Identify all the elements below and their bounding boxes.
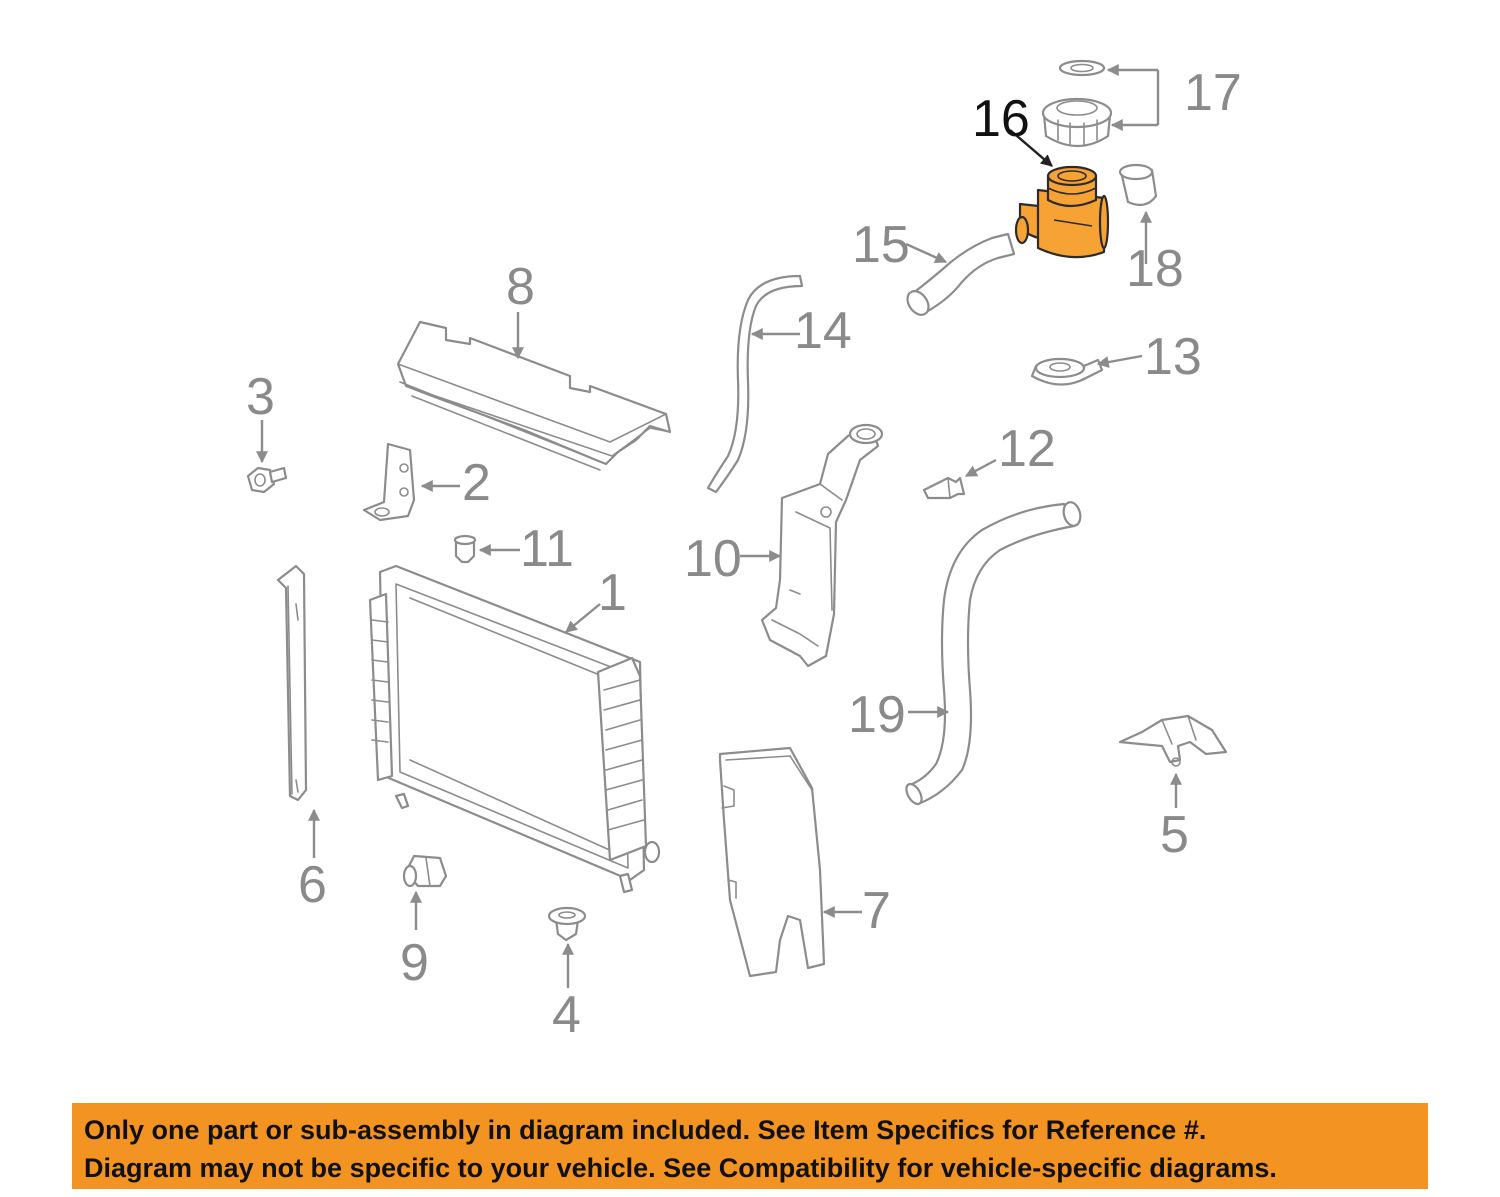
part-19-lower-hose bbox=[905, 501, 1082, 806]
callout-5: 5 bbox=[1160, 806, 1189, 864]
part-7-baffle bbox=[718, 746, 826, 978]
leader-12 bbox=[964, 458, 997, 478]
disclaimer-banner: Only one part or sub-assembly in diagram… bbox=[72, 1103, 1428, 1189]
callout-12: 12 bbox=[998, 420, 1056, 478]
part-1-radiator bbox=[368, 564, 661, 894]
part-4-grommet bbox=[547, 906, 587, 942]
part-5-bracket bbox=[1118, 714, 1228, 767]
callout-19: 19 bbox=[848, 686, 906, 744]
callout-3: 3 bbox=[246, 368, 275, 426]
parts-diagram: 17 16 18 15 14 13 bbox=[246, 59, 1242, 1044]
callout-13: 13 bbox=[1144, 328, 1202, 386]
callout-1: 1 bbox=[598, 564, 627, 622]
callout-4: 4 bbox=[552, 986, 581, 1044]
callout-2: 2 bbox=[462, 454, 491, 512]
callout-6: 6 bbox=[298, 856, 327, 914]
part-12-pin bbox=[922, 476, 966, 500]
part-13-cap bbox=[1030, 357, 1104, 386]
callout-15: 15 bbox=[852, 216, 910, 274]
callout-16: 16 bbox=[972, 90, 1030, 148]
part-9-sensor bbox=[402, 854, 448, 888]
part-17-cap bbox=[1041, 97, 1113, 147]
part-10-reservoir bbox=[760, 423, 884, 668]
callout-17: 17 bbox=[1184, 64, 1242, 122]
leader-15 bbox=[905, 242, 948, 264]
disclaimer-line-1: Only one part or sub-assembly in diagram… bbox=[84, 1115, 1207, 1145]
callout-9: 9 bbox=[400, 934, 429, 992]
callout-14: 14 bbox=[794, 302, 852, 360]
leader-16 bbox=[1009, 129, 1053, 167]
callout-18: 18 bbox=[1126, 240, 1184, 298]
part-17-seal bbox=[1058, 59, 1106, 77]
part-2-bracket bbox=[362, 442, 416, 522]
callout-7: 7 bbox=[862, 882, 891, 940]
leader-13 bbox=[1096, 354, 1143, 368]
disclaimer-line-2: Diagram may not be specific to your vehi… bbox=[84, 1153, 1277, 1183]
part-8-deflector bbox=[396, 320, 672, 471]
part-15-hose bbox=[906, 232, 1016, 316]
callout-8: 8 bbox=[506, 258, 535, 316]
part-14-hose bbox=[706, 274, 804, 494]
callout-11: 11 bbox=[520, 520, 574, 578]
part-3-bolt bbox=[246, 466, 288, 494]
part-6-side-seal bbox=[276, 564, 308, 802]
part-18-hose bbox=[1118, 163, 1158, 207]
leader-1 bbox=[565, 603, 601, 633]
callout-10: 10 bbox=[684, 530, 742, 588]
part-11-clip bbox=[453, 534, 477, 564]
part-16-filler-neck bbox=[1014, 165, 1110, 259]
